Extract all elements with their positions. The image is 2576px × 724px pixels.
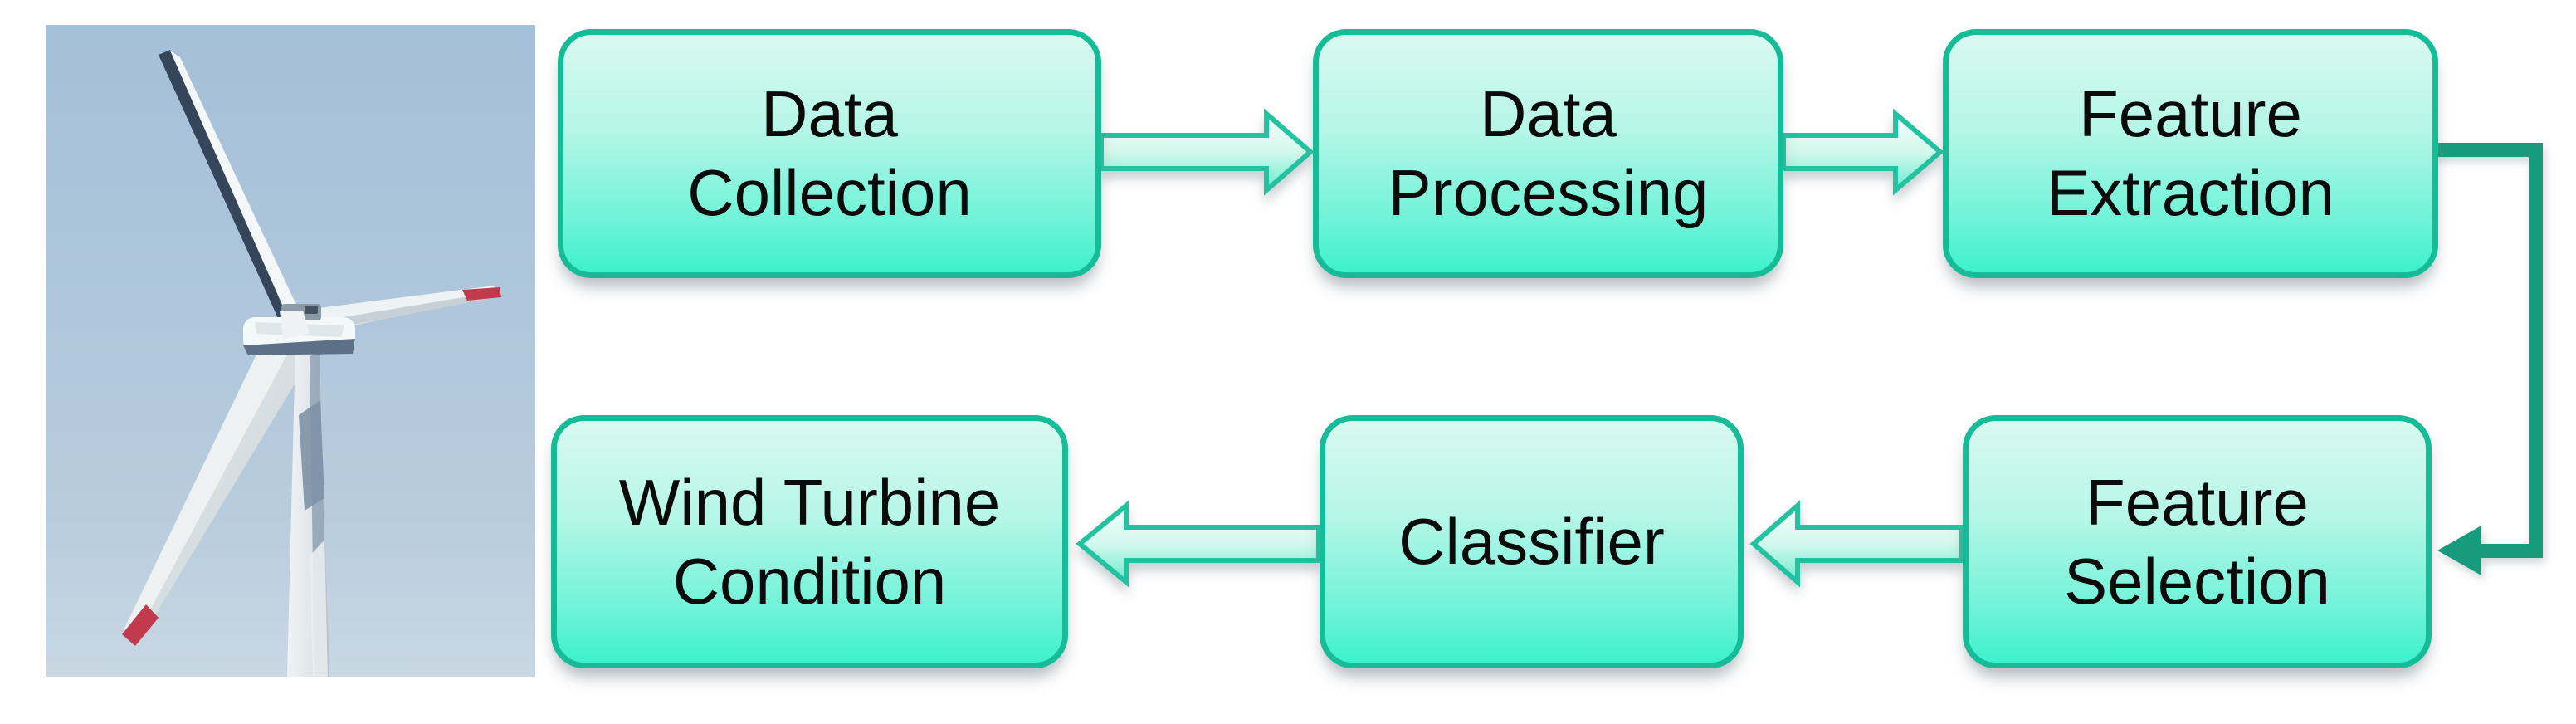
blade-red-tip-right [462,287,501,301]
turbine-hub [280,311,310,339]
node-label: Feature [2086,465,2309,539]
node-label: Extraction [2047,156,2334,229]
blade-red-tip-lower [122,604,159,646]
edge-feature-selection-to-classifier [1749,500,1964,588]
connector-arrowhead [2437,526,2481,575]
node-classifier: Classifier [1320,415,1744,668]
node-wind-turbine-condition: Wind Turbine Condition [551,415,1068,668]
wind-turbine-photo [46,25,535,677]
node-data-collection: Data Collection [558,29,1101,278]
wind-turbine-illustration [46,25,535,677]
edge-data-collection-to-data-processing [1099,108,1315,196]
node-feature-extraction: Feature Extraction [1943,29,2438,278]
node-feature-selection: Feature Selection [1963,415,2432,668]
node-label: Data [1480,77,1617,150]
node-data-processing: Data Processing [1313,29,1783,278]
node-label: Classifier [1398,505,1665,578]
node-label: Collection [687,156,972,229]
node-label: Data [761,77,898,150]
node-label: Processing [1388,156,1709,229]
node-label: Wind Turbine [618,465,1001,539]
edge-feature-extraction-to-feature-selection [2432,143,2543,575]
node-label: Selection [2064,544,2330,618]
node-label: Feature [2079,77,2302,150]
edge-classifier-to-wind-turbine-condition [1076,500,1321,588]
edge-data-processing-to-feature-extraction [1781,108,1944,196]
node-label: Condition [672,544,947,618]
